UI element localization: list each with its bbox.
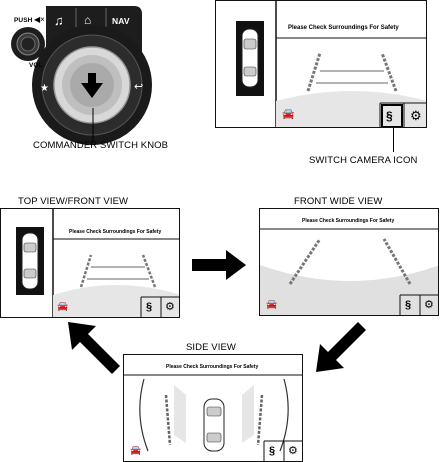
camera-icon-caption: SWITCH CAMERA ICON	[309, 155, 418, 166]
push-label: PUSH	[14, 17, 33, 24]
top-front-view-screen: Please Check Surroundings For Safety 🚘 §…	[0, 208, 180, 318]
settings-icon[interactable]: ⚙	[165, 301, 175, 313]
car-icon: 🚘	[57, 301, 69, 311]
front-wide-view-screen: Please Check Surroundings For Safety 🚘 §…	[259, 208, 439, 316]
side-view-screen: Please Check Surroundings For Safety 🚘 §…	[123, 354, 303, 462]
camera-switch-icon[interactable]: §	[269, 445, 276, 457]
settings-icon[interactable]: ⚙	[288, 445, 298, 457]
camera-switch-icon[interactable]: §	[386, 109, 393, 123]
front-wide-view-title: FRONT WIDE VIEW	[294, 196, 383, 207]
car-icon: 🚘	[266, 299, 278, 309]
knob-caption: COMMANDER SWITCH KNOB	[33, 140, 169, 151]
vol-label: VOL	[29, 62, 43, 69]
top-warning-text: Please Check Surroundings For Safety	[288, 25, 399, 31]
top-front-warning: Please Check Surroundings For Safety	[69, 229, 162, 235]
top-camera-screen: Please Check Surroundings For Safety 🚘 §…	[215, 0, 427, 128]
arrow-up-left-icon	[68, 322, 120, 374]
front-wide-drawing	[260, 228, 438, 315]
camera-icon-leader-line	[393, 128, 394, 152]
side-view-title: SIDE VIEW	[186, 342, 236, 353]
camera-switch-icon[interactable]: §	[146, 301, 153, 313]
settings-icon[interactable]: ⚙	[410, 108, 422, 123]
top-front-drawing	[16, 209, 179, 317]
arrow-down-icon	[81, 73, 103, 98]
arrow-down-left-icon	[316, 322, 366, 372]
commander-controller: PUSH ◀× VOL ♫ ⌂ NAV ★ ↩	[0, 0, 160, 160]
music-icon[interactable]: ♫	[54, 13, 64, 28]
top-front-view-title: TOP VIEW/FRONT VIEW	[18, 196, 129, 207]
car-icon: 🚘	[130, 445, 142, 455]
side-warning: Please Check Surroundings For Safety	[166, 364, 259, 370]
camera-switch-icon[interactable]: §	[405, 299, 412, 311]
back-icon[interactable]: ↩	[134, 81, 144, 93]
home-icon[interactable]: ⌂	[84, 13, 92, 27]
front-wide-warning: Please Check Surroundings For Safety	[302, 218, 395, 224]
top-screen-drawing	[236, 1, 426, 127]
mute-icon: ◀×	[34, 15, 45, 24]
knob-leader-line	[92, 108, 94, 142]
settings-icon[interactable]: ⚙	[424, 299, 434, 311]
nav-button[interactable]: NAV	[112, 16, 130, 26]
arrow-right-icon	[192, 250, 246, 280]
car-icon: 🚘	[282, 109, 295, 120]
side-drawing	[124, 374, 302, 461]
star-icon[interactable]: ★	[40, 83, 49, 94]
